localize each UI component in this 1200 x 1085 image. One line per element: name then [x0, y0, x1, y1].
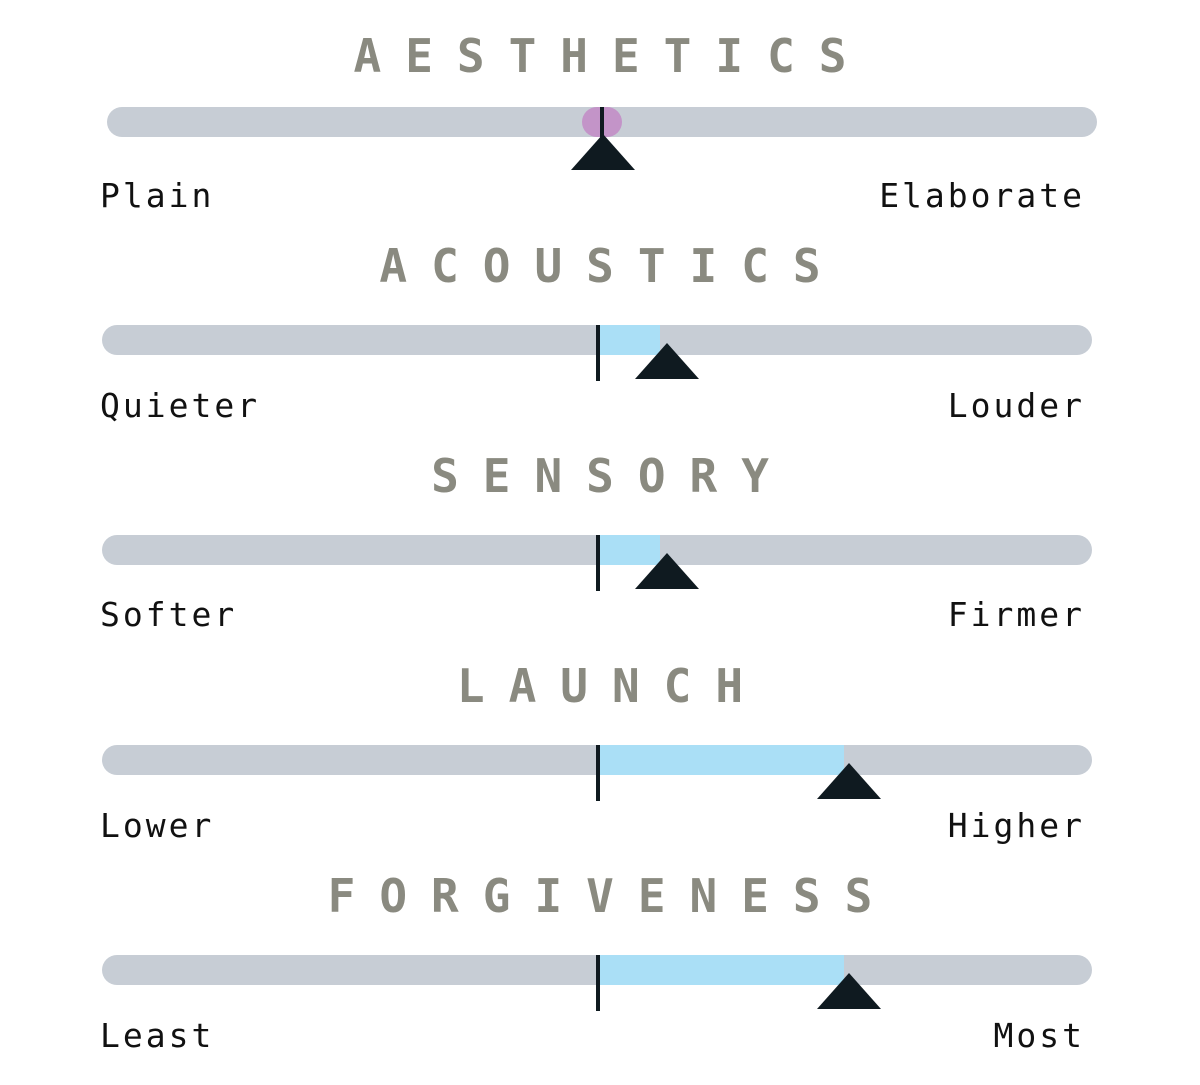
center-line — [596, 955, 600, 1011]
scale-acoustics: ACOUSTICS Quieter Louder — [0, 210, 1200, 425]
slider-fill — [598, 955, 844, 985]
right-end-label: Louder — [947, 386, 1085, 425]
scale-launch: LAUNCH Lower Higher — [0, 630, 1200, 845]
left-end-label: Plain — [100, 176, 215, 215]
center-line — [596, 325, 600, 381]
right-end-label: Firmer — [947, 595, 1085, 634]
center-line — [596, 535, 600, 591]
scale-title: LAUNCH — [456, 659, 768, 713]
slider-marker-icon[interactable] — [817, 973, 881, 1009]
slider-fill — [598, 745, 844, 775]
slider-marker-icon[interactable] — [817, 763, 881, 799]
scale-forgiveness: FORGIVENESS Least Most — [0, 840, 1200, 1055]
left-end-label: Softer — [100, 595, 238, 634]
scale-aesthetics: AESTHETICS Plain Elaborate — [0, 0, 1200, 215]
scale-title: FORGIVENESS — [327, 869, 897, 923]
right-end-label: Most — [993, 1016, 1085, 1055]
slider-marker-icon[interactable] — [571, 134, 635, 170]
scale-sensory: SENSORY Softer Firmer — [0, 420, 1200, 634]
scale-title: AESTHETICS — [353, 29, 871, 83]
left-end-label: Least — [100, 1016, 215, 1055]
left-end-label: Lower — [100, 806, 215, 845]
right-end-label: Higher — [947, 806, 1085, 845]
scale-title: ACOUSTICS — [379, 239, 845, 293]
center-line — [596, 745, 600, 801]
right-end-label: Elaborate — [879, 176, 1085, 215]
scale-title: SENSORY — [431, 449, 793, 503]
left-end-label: Quieter — [100, 386, 261, 425]
slider-marker-icon[interactable] — [635, 343, 699, 379]
slider-marker-icon[interactable] — [635, 553, 699, 589]
